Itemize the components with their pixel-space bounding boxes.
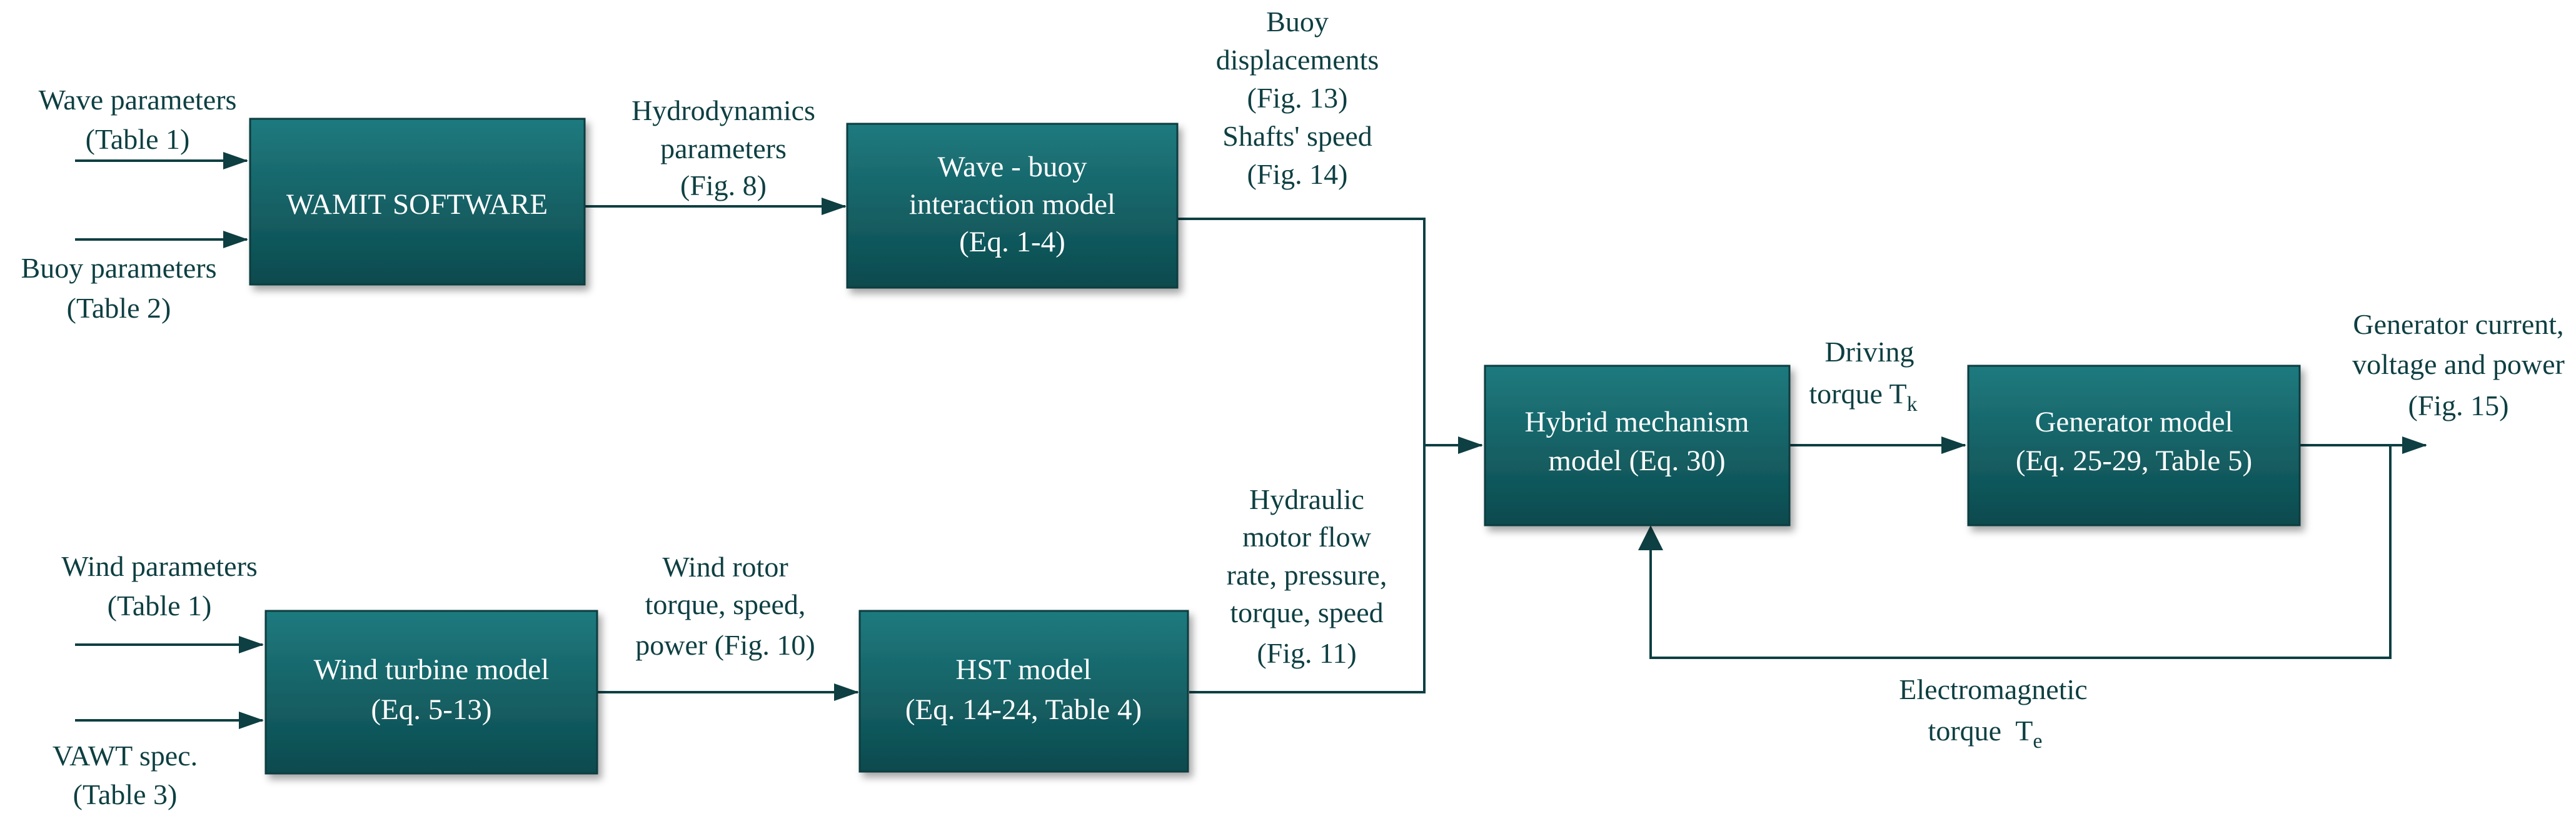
buoy-out-line3: (Fig. 13)	[1247, 82, 1348, 114]
hydro-params-line2: parameters	[660, 133, 787, 164]
hyd-motor-line2: motor flow	[1242, 521, 1371, 553]
buoy-out-line4: Shafts' speed	[1222, 120, 1372, 152]
hydro-params-line3: (Fig. 8)	[680, 169, 767, 201]
hyd-motor-line1: Hydraulic	[1249, 483, 1364, 515]
gen-out-line2: voltage and power	[2352, 348, 2565, 380]
wind-turbine-box-line2: (Eq. 5-13)	[371, 693, 491, 726]
buoy-out-line2: displacements	[1216, 44, 1379, 76]
vawt-spec-label: VAWT spec. (Table 3)	[53, 740, 198, 810]
hydro-params-label: Hydrodynamics parameters (Fig. 8)	[631, 94, 815, 201]
driving-line1: Driving	[1824, 336, 1914, 368]
wamit-box-label: WAMIT SOFTWARE	[286, 188, 548, 221]
wave-buoy-box-line3: (Eq. 1-4)	[959, 226, 1065, 258]
driving-line2-sub: k	[1907, 393, 1918, 416]
wind-turbine-box: Wind turbine model (Eq. 5-13)	[264, 610, 598, 775]
driving-line2-main: torque T	[1809, 378, 1906, 410]
arrow-feedback-head	[1638, 525, 1663, 550]
buoy-out-line5: (Fig. 14)	[1247, 158, 1348, 190]
wind-rotor-label: Wind rotor torque, speed, power (Fig. 10…	[635, 551, 815, 661]
hyd-motor-line3: rate, pressure,	[1227, 559, 1387, 591]
buoy-params-line2: (Table 2)	[67, 292, 171, 324]
generator-output-label: Generator current, voltage and power (Fi…	[2352, 308, 2565, 421]
generator-box: Generator model (Eq. 25-29, Table 5)	[1967, 365, 2301, 526]
wave-params-line2: (Table 1)	[86, 123, 190, 155]
wave-buoy-box-line1: Wave - buoy	[938, 151, 1087, 183]
hybrid-box: Hybrid mechanism model (Eq. 30)	[1484, 365, 1791, 526]
hydro-params-line1: Hydrodynamics	[631, 94, 815, 126]
wave-params-label: Wave parameters (Table 1)	[39, 84, 237, 155]
buoy-params-line1: Buoy parameters	[21, 252, 217, 284]
hst-box-line1: HST model	[955, 653, 1091, 686]
em-torque-line2: torque Te	[1928, 715, 2043, 753]
wamit-box: WAMIT SOFTWARE	[249, 118, 586, 286]
hyd-motor-label: Hydraulic motor flow rate, pressure, tor…	[1227, 483, 1387, 669]
buoy-out-line1: Buoy	[1266, 6, 1329, 38]
hst-box-line2: (Eq. 14-24, Table 4)	[905, 693, 1142, 726]
em-torque-line1: Electromagnetic	[1899, 673, 2087, 705]
wind-turbine-box-line1: Wind turbine model	[314, 653, 550, 686]
connectors	[75, 152, 2427, 729]
em-torque-label: Electromagnetic torque Te	[1899, 673, 2087, 753]
wind-rotor-line1: Wind rotor	[662, 551, 788, 583]
buoy-out-label: Buoy displacements (Fig. 13) Shafts' spe…	[1216, 6, 1379, 190]
generator-box-line2: (Eq. 25-29, Table 5)	[2016, 445, 2252, 477]
hst-box: HST model (Eq. 14-24, Table 4)	[858, 610, 1189, 773]
em-torque-line2-main: torque T	[1928, 715, 2033, 747]
em-torque-line2-sub: e	[2033, 730, 2042, 753]
hyd-motor-line5: (Fig. 11)	[1257, 637, 1356, 669]
wind-params-line2: (Table 1)	[108, 590, 212, 622]
wind-rotor-line2: torque, speed,	[645, 588, 806, 620]
wind-params-line1: Wind parameters	[61, 550, 258, 582]
generator-box-line1: Generator model	[2035, 406, 2233, 438]
connector-feedback	[1649, 445, 2392, 659]
gen-out-line1: Generator current,	[2353, 308, 2563, 340]
wave-buoy-box-line2: interaction model	[909, 188, 1115, 221]
connector-bus	[1177, 218, 1426, 693]
gen-out-line3: (Fig. 15)	[2408, 390, 2509, 421]
wave-params-line1: Wave parameters	[39, 84, 237, 116]
vawt-spec-line1: VAWT spec.	[53, 740, 198, 772]
hybrid-box-line2: model (Eq. 30)	[1548, 445, 1725, 477]
vawt-spec-line2: (Table 3)	[73, 778, 178, 810]
hyd-motor-line4: torque, speed	[1230, 597, 1383, 628]
wind-params-label: Wind parameters (Table 1)	[61, 550, 258, 622]
wave-buoy-box: Wave - buoy interaction model (Eq. 1-4)	[846, 123, 1179, 289]
driving-torque-label: Driving torque Tk	[1809, 336, 1917, 416]
hybrid-box-line1: Hybrid mechanism	[1525, 406, 1749, 438]
buoy-params-label: Buoy parameters (Table 2)	[21, 252, 217, 324]
wind-rotor-line3: power (Fig. 10)	[635, 629, 815, 661]
driving-line2: torque Tk	[1809, 378, 1917, 416]
